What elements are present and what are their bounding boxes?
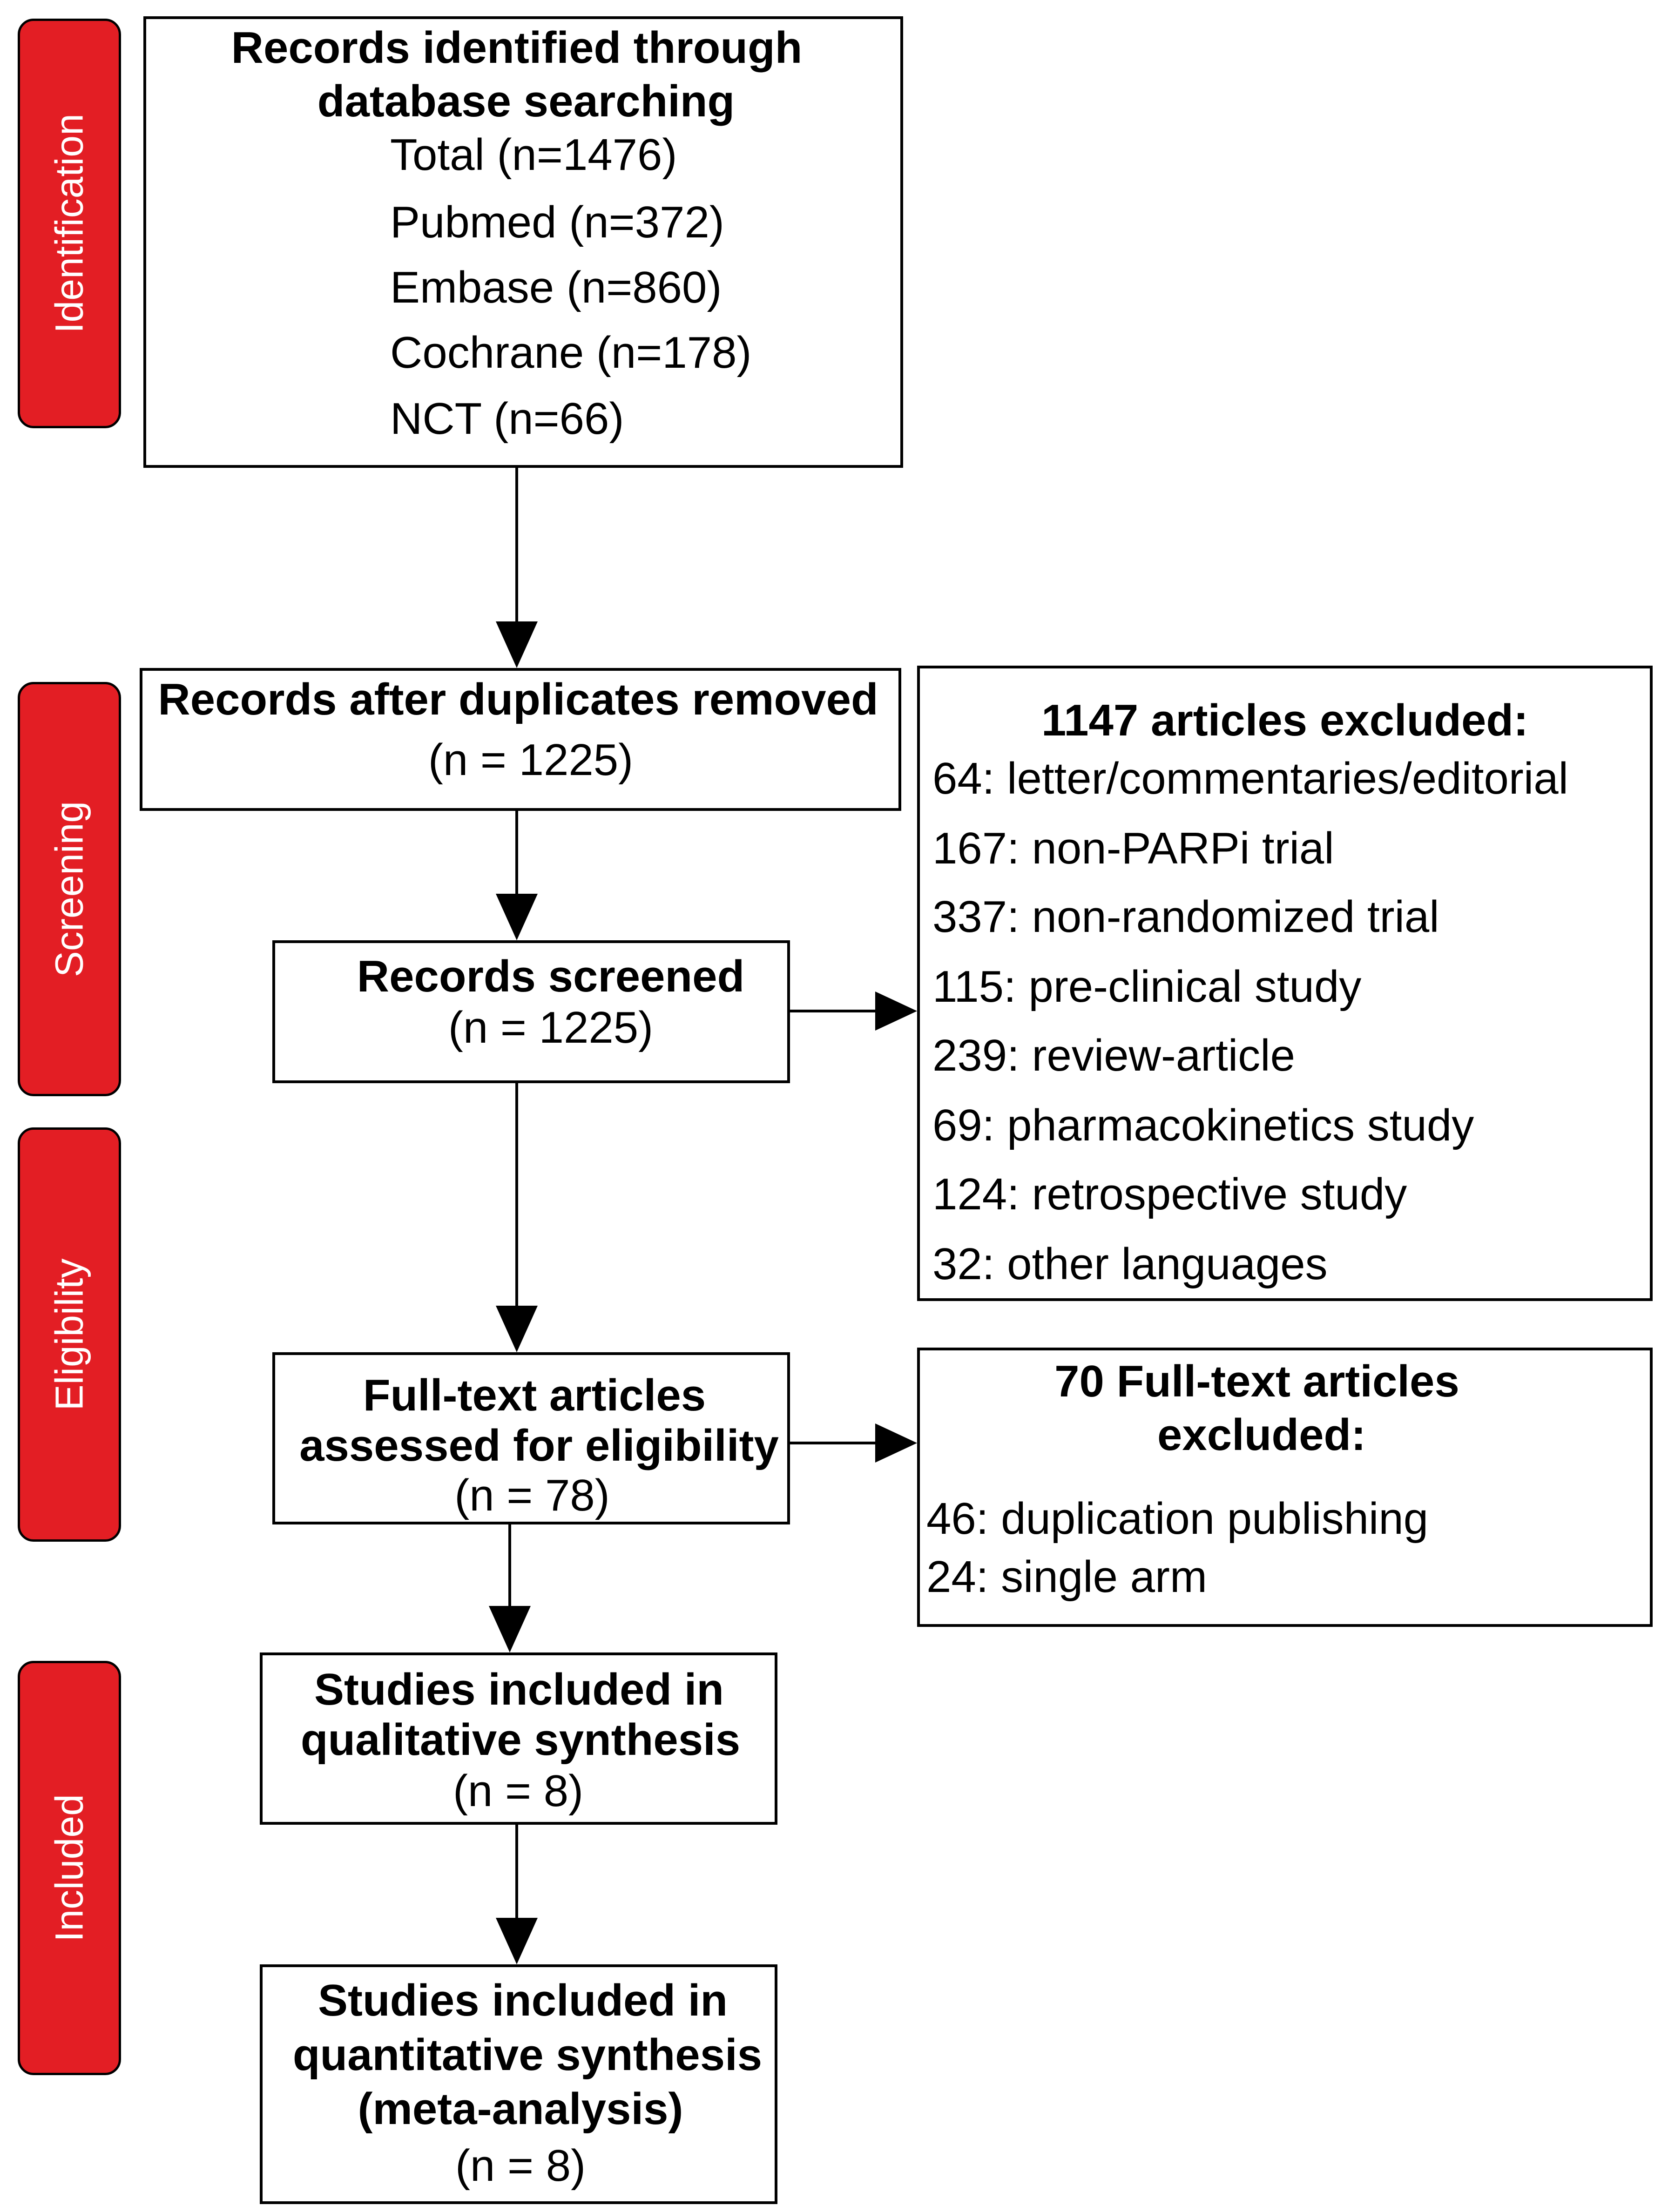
quantitative-synthesis-title-line2: quantitative synthesis [292, 2030, 763, 2080]
screening-exclusion-item: 239: review-article [932, 1031, 1295, 1080]
screening-exclusion-item: 167: non-PARPi trial [932, 823, 1334, 873]
identification-title-line1: Records identified through [231, 23, 803, 73]
screening-exclusion-item: 337: non-randomized trial [932, 892, 1439, 942]
phase-included: Included [18, 1661, 121, 2075]
quantitative-synthesis-title-line1: Studies included in [317, 1976, 728, 2025]
phase-screening: Screening [18, 682, 121, 1096]
arrowhead-down [489, 1606, 531, 1652]
arrowhead-down [496, 894, 538, 940]
screening-exclusion-item: 124: retrospective study [932, 1169, 1407, 1219]
phase-identification: Identification [18, 19, 121, 428]
quantitative-synthesis-count: (n = 8) [455, 2141, 586, 2191]
arrowhead-right [875, 991, 917, 1031]
screening-exclusion-item: 69: pharmacokinetics study [932, 1100, 1474, 1150]
identification-nct: NCT (n=66) [390, 394, 624, 444]
screening-exclusions-title: 1147 articles excluded: [1041, 695, 1528, 745]
fulltext-assessed-count: (n = 78) [454, 1470, 610, 1520]
arrowhead-down [496, 1918, 538, 1964]
records-screened-box [272, 940, 790, 1083]
fulltext-assessed-title-line1: Full-text articles [363, 1370, 706, 1420]
fulltext-exclusions-title-line2: excluded: [1157, 1410, 1366, 1460]
fulltext-assessed-title-line2: assessed for eligibility [299, 1421, 779, 1470]
qualitative-synthesis-box [260, 1652, 777, 1825]
fulltext-exclusions-title-line1: 70 Full-text articles [1054, 1356, 1459, 1406]
arrowhead-down [496, 1306, 538, 1352]
identification-box [143, 16, 903, 468]
identification-pubmed: Pubmed (n=372) [390, 197, 724, 247]
qualitative-synthesis-count: (n = 8) [452, 1766, 584, 1816]
qualitative-synthesis-title-line2: qualitative synthesis [300, 1715, 741, 1765]
duplicates-removed-box [140, 668, 901, 811]
records-screened-count: (n = 1225) [448, 1003, 654, 1052]
screening-exclusions-box [917, 666, 1653, 1301]
fulltext-exclusions-box [917, 1348, 1653, 1627]
quantitative-synthesis-title-line3: (meta-analysis) [358, 2084, 683, 2134]
arrowhead-right [875, 1423, 917, 1463]
phase-eligibility: Eligibility [18, 1127, 121, 1542]
quantitative-synthesis-box [260, 1964, 777, 2204]
identification-title-line2: database searching [317, 76, 735, 126]
identification-embase: Embase (n=860) [390, 263, 722, 312]
records-screened-title: Records screened [357, 951, 745, 1001]
fulltext-exclusion-item: 46: duplication publishing [926, 1494, 1429, 1544]
fulltext-exclusion-item: 24: single arm [926, 1552, 1207, 1602]
fulltext-assessed-box [272, 1352, 790, 1524]
qualitative-synthesis-title-line1: Studies included in [314, 1665, 724, 1714]
screening-exclusion-item: 64: letter/commentaries/editorial [932, 754, 1568, 803]
screening-exclusion-item: 115: pre-clinical study [932, 962, 1362, 1012]
identification-total: Total (n=1476) [390, 130, 677, 180]
duplicates-removed-title: Records after duplicates removed [158, 674, 878, 724]
arrowhead-down [496, 621, 538, 668]
screening-exclusion-item: 32: other languages [932, 1239, 1328, 1289]
identification-cochrane: Cochrane (n=178) [390, 328, 752, 378]
duplicates-removed-count: (n = 1225) [428, 735, 634, 785]
